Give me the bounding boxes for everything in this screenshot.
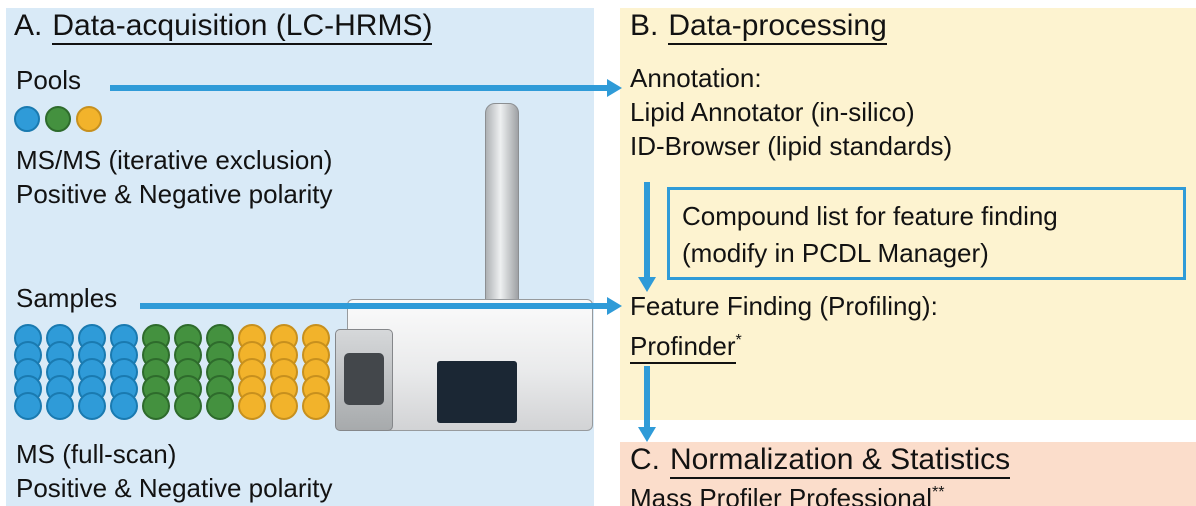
panel-b [620,8,1196,420]
panel-a-title-prefix: A. [14,9,43,42]
panel-a-title: A. Data-acquisition (LC-HRMS) [14,8,433,45]
annotation-to-feature-arrow [638,182,656,292]
panel-c [620,442,1196,506]
mass-spectrometer-image [335,103,593,435]
pools-polarity-line: Positive & Negative polarity [16,179,333,209]
samples-to-processing-arrow [140,297,622,315]
sample-circle-green [206,392,234,420]
profinder-label: Profinder* [630,324,742,364]
sample-circle-blue [110,392,138,420]
processing-to-stats-arrow [638,366,656,442]
compound-list-box: Compound list for feature finding (modif… [667,187,1186,280]
pool-circle-blue [14,106,40,132]
sample-stack-green [174,324,202,424]
annotation-tool-lipid-annotator: Lipid Annotator (in-silico) [630,97,915,127]
panel-b-title-prefix: B. [630,9,659,42]
panel-a-title-text: Data-acquisition (LC-HRMS) [52,9,433,45]
sample-circle-blue [14,392,42,420]
mpp-label: Mass Profiler Professional** [630,476,945,506]
sample-stack-blue [110,324,138,424]
panel-c-title-text: Normalization & Statistics [670,443,1011,479]
sample-circle-green [174,392,202,420]
pools-to-processing-arrow [110,79,622,97]
pool-circle-yellow [76,106,102,132]
mpp-footnote-mark: ** [932,483,945,501]
profinder-footnote-mark: * [735,331,742,349]
sample-circle-yellow [302,392,330,420]
sample-stack-blue [78,324,106,424]
sample-stack-yellow [302,324,330,424]
pools-circles [14,106,102,132]
pool-circle-green [45,106,71,132]
sample-circle-yellow [270,392,298,420]
panel-c-title-prefix: C. [630,443,660,476]
annotation-heading: Annotation: [630,63,762,93]
sample-circle-yellow [238,392,266,420]
sample-circle-green [142,392,170,420]
panel-b-title: B. Data-processing [630,8,887,45]
sample-stack-yellow [270,324,298,424]
compound-box-line1: Compound list for feature finding [682,201,1058,231]
panel-c-title: C. Normalization & Statistics [630,442,1011,479]
instrument-column [485,103,519,318]
samples-ms-line: MS (full-scan) [16,439,177,469]
sample-stack-yellow [238,324,266,424]
profinder-name: Profinder [630,330,736,364]
pools-msms-line: MS/MS (iterative exclusion) [16,145,333,175]
compound-box-line2: (modify in PCDL Manager) [682,238,989,268]
panel-b-title-text: Data-processing [668,9,887,45]
samples-label: Samples [16,283,118,313]
sample-circle-blue [78,392,106,420]
sample-stack-green [206,324,234,424]
sample-stack-green [142,324,170,424]
instrument-inlet [344,353,384,405]
pools-label: Pools [16,65,82,95]
feature-finding-heading: Feature Finding (Profiling): [630,291,938,321]
sample-circle-blue [46,392,74,420]
annotation-tool-id-browser: ID-Browser (lipid standards) [630,131,953,161]
samples-polarity-line: Positive & Negative polarity [16,473,333,503]
sample-stacks [14,324,330,424]
mpp-name: Mass Profiler Professional [630,482,932,506]
sample-stack-blue [14,324,42,424]
instrument-window [437,361,517,423]
sample-stack-blue [46,324,74,424]
